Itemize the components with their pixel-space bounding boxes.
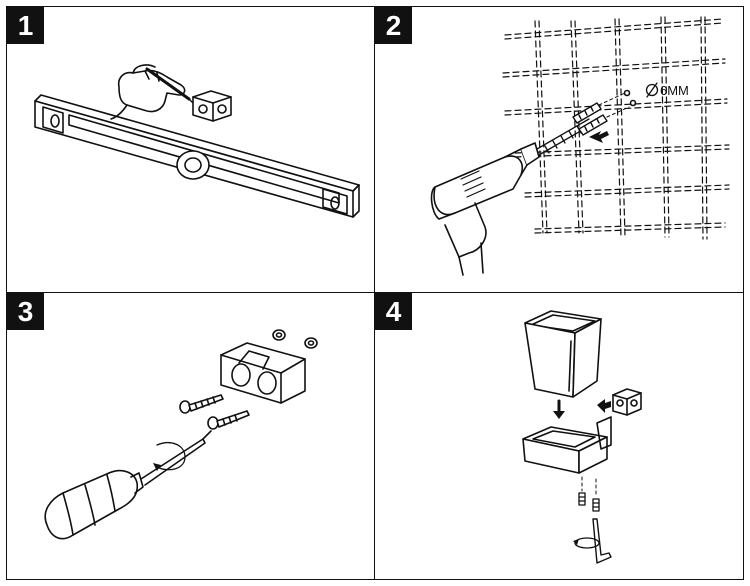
step-3-illustration [44, 329, 318, 540]
step-3-badge: 3 [7, 293, 44, 330]
step-1-badge: 1 [7, 7, 44, 44]
step-2-illustration: 6MM [430, 16, 730, 276]
drill-bit-icon [536, 118, 592, 156]
step-2-panel: 2 [374, 6, 744, 293]
step-4-illustration [522, 310, 642, 564]
allen-key-icon [592, 518, 612, 564]
set-screw-icon [578, 492, 600, 512]
washer-icon [272, 329, 318, 349]
power-drill-icon [430, 142, 540, 276]
wall-bracket-icon [220, 342, 306, 404]
screw-icon [179, 394, 224, 414]
step-4-panel: 4 [374, 292, 744, 580]
step-1-illustration [34, 64, 360, 218]
drill-size-label: 6MM [660, 83, 689, 98]
step-3-panel: 3 [6, 292, 375, 580]
drill-hole-marker [629, 99, 637, 107]
drill-hole-marker [623, 89, 631, 97]
step-2-badge: 2 [375, 7, 412, 44]
insertion-arrow-icon [589, 131, 609, 143]
spirit-level-icon [34, 94, 360, 218]
hole-guide [598, 92, 630, 118]
wall-plug-icon [572, 102, 608, 136]
arrow-left-icon [597, 399, 611, 413]
arrow-down-icon [553, 399, 565, 419]
guide-line [581, 476, 597, 498]
rotation-arrow-icon [573, 537, 600, 549]
wall-bracket-icon [192, 90, 232, 122]
rotation-arrow-icon [153, 442, 186, 471]
step-4-badge: 4 [375, 293, 412, 330]
screwdriver-icon [44, 430, 212, 540]
hand-icon [110, 64, 186, 120]
screw-icon [207, 410, 250, 430]
step-1-panel: 1 [6, 6, 375, 293]
tumbler-cup-icon [524, 310, 602, 398]
wall-tile-grid [502, 16, 730, 240]
cup-holder-icon [522, 416, 612, 474]
diameter-symbol-icon [645, 82, 659, 98]
wall-bracket-icon [612, 388, 642, 416]
